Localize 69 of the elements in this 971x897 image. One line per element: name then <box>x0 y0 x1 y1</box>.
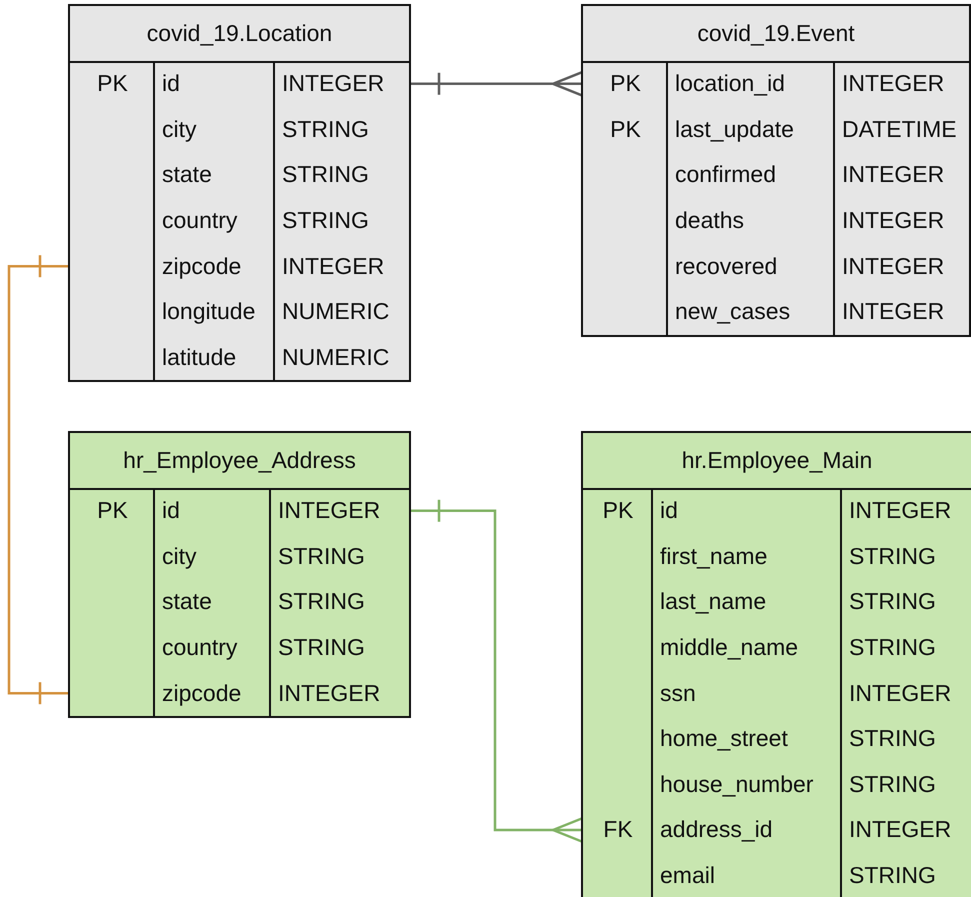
data-type: STRING <box>849 862 936 890</box>
field-name: city <box>162 116 196 143</box>
table-title: hr.Employee_Main <box>682 447 872 474</box>
key-label: FK <box>603 816 633 844</box>
field-name: latitude <box>162 344 236 371</box>
data-type: INTEGER <box>842 161 944 188</box>
table-title: hr_Employee_Address <box>123 447 356 474</box>
data-type: INTEGER <box>849 497 952 524</box>
table-box <box>68 4 411 382</box>
field-name: id <box>162 70 180 98</box>
data-type: STRING <box>282 207 369 234</box>
data-type: INTEGER <box>842 70 944 98</box>
field-name: last_update <box>675 116 794 143</box>
data-type: STRING <box>282 116 369 143</box>
data-type: INTEGER <box>278 680 380 707</box>
field-name: last_name <box>660 588 766 616</box>
data-type: INTEGER <box>842 298 944 326</box>
table-title: covid_19.Event <box>697 20 855 47</box>
field-name: longitude <box>162 298 256 326</box>
key-label: PK <box>610 70 641 98</box>
field-name: zipcode <box>162 252 242 280</box>
data-type: STRING <box>849 542 936 570</box>
field-name: id <box>162 497 180 524</box>
data-type: INTEGER <box>842 252 944 280</box>
data-type: STRING <box>278 542 365 570</box>
table-box <box>581 4 971 337</box>
field-name: city <box>162 542 196 570</box>
data-type: INTEGER <box>842 207 944 234</box>
table-title: covid_19.Location <box>146 20 332 47</box>
field-name: state <box>162 161 212 188</box>
relationship-line <box>8 254 70 706</box>
field-name: first_name <box>660 542 768 570</box>
data-type: STRING <box>849 588 936 616</box>
field-name: confirmed <box>675 161 776 188</box>
data-type: STRING <box>849 725 936 752</box>
data-type: STRING <box>849 770 936 798</box>
data-type: STRING <box>282 161 369 188</box>
data-type: INTEGER <box>278 497 380 524</box>
field-name: middle_name <box>660 634 798 662</box>
table-box <box>581 431 971 897</box>
key-label: PK <box>97 70 128 98</box>
field-name: country <box>162 207 238 234</box>
field-name: address_id <box>660 816 773 844</box>
field-name: id <box>660 497 678 524</box>
data-type: NUMERIC <box>282 298 390 326</box>
field-name: new_cases <box>675 298 790 326</box>
key-label: PK <box>610 116 641 143</box>
key-label: PK <box>97 497 128 524</box>
field-name: state <box>162 588 212 616</box>
field-name: email <box>660 862 715 890</box>
data-type: INTEGER <box>282 70 384 98</box>
field-name: location_id <box>675 70 785 98</box>
field-name: country <box>162 634 238 662</box>
field-name: house_number <box>660 770 814 798</box>
data-type: INTEGER <box>282 252 384 280</box>
data-type: STRING <box>278 588 365 616</box>
key-label: PK <box>602 497 634 524</box>
field-name: deaths <box>675 207 744 234</box>
data-type: STRING <box>278 634 365 662</box>
table-box <box>68 431 411 718</box>
data-type: INTEGER <box>849 816 952 844</box>
data-type: NUMERIC <box>282 344 390 371</box>
field-name: zipcode <box>162 680 242 707</box>
field-name: ssn <box>660 680 696 707</box>
data-type: DATETIME <box>842 116 957 143</box>
data-type: INTEGER <box>849 680 952 707</box>
data-type: STRING <box>849 634 936 662</box>
field-name: home_street <box>660 725 788 752</box>
field-name: recovered <box>675 252 778 280</box>
